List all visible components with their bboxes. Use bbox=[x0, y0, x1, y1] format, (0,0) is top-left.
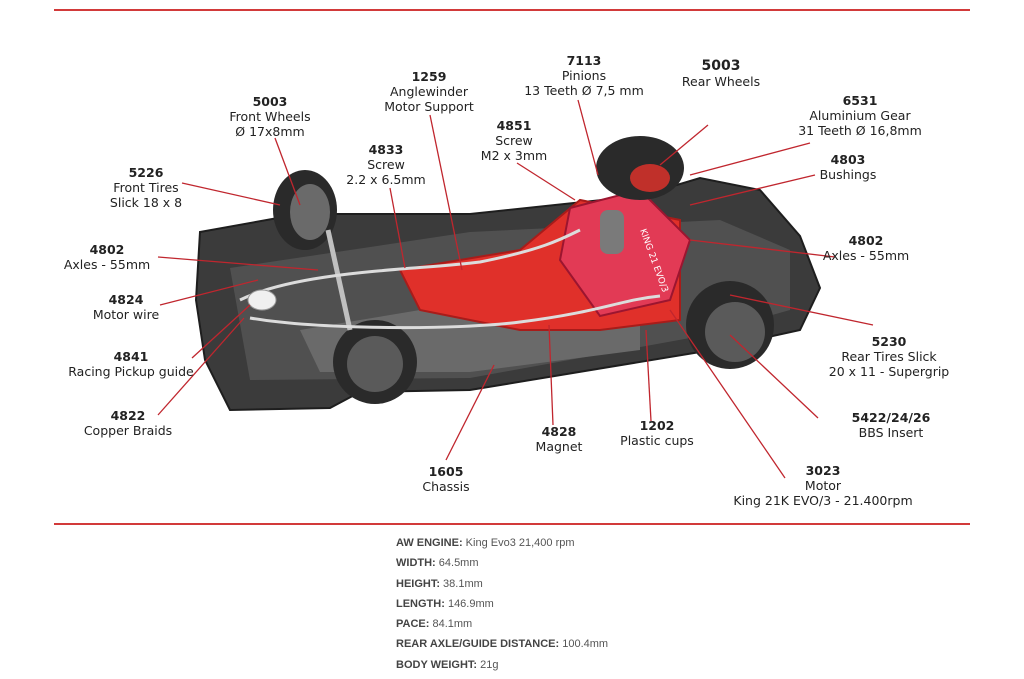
label-5230-rear-tires: 5230 Rear Tires Slick 20 x 11 - Supergri… bbox=[828, 334, 950, 379]
motor-wire-2 bbox=[249, 294, 661, 330]
motor-wire bbox=[239, 228, 581, 302]
top-rule bbox=[54, 9, 970, 11]
spec-row: AW ENGINE: King Evo3 21,400 rpm bbox=[396, 537, 575, 549]
label-6531-aluminium-gear: 6531 Aluminium Gear 31 Teeth Ø 16,8mm bbox=[798, 93, 922, 138]
label-3023-motor: 3023 Motor King 21K EVO/3 - 21.400rpm bbox=[733, 463, 913, 508]
spec-row: WIDTH: 64.5mm bbox=[396, 557, 479, 570]
specs-list: AW ENGINE: King Evo3 21,400 rpm WIDTH: 6… bbox=[396, 536, 608, 678]
label-4851-screw: 4851 Screw M2 x 3mm bbox=[480, 118, 548, 163]
label-4802-axles-right: 4802 Axles - 55mm bbox=[822, 233, 910, 263]
leader-lines bbox=[157, 99, 874, 479]
chassis-diagram: KING 21 EVO/3 bbox=[157, 99, 874, 479]
label-1605-chassis: 1605 Chassis bbox=[422, 464, 470, 494]
label-7113-pinions: 7113 Pinions 13 Teeth Ø 7,5 mm bbox=[524, 53, 644, 98]
spec-row: HEIGHT: 38.1mm bbox=[396, 577, 483, 590]
label-4822-copper-braids: 4822 Copper Braids bbox=[83, 408, 173, 438]
label-4841-pickup-guide: 4841 Racing Pickup guide bbox=[68, 349, 194, 379]
label-4828-magnet: 4828 Magnet bbox=[535, 424, 583, 454]
label-4833-screw: 4833 Screw 2.2 x 6.5mm bbox=[346, 142, 426, 187]
pickup-guide bbox=[247, 289, 277, 311]
motor-window bbox=[600, 210, 624, 254]
spec-row: LENGTH: 146.9mm bbox=[396, 597, 494, 610]
front-axle bbox=[325, 229, 353, 331]
spec-row: PACE: 84.1mm bbox=[396, 618, 473, 631]
label-4803-bushings: 4803 Bushings bbox=[819, 152, 877, 182]
label-4824-motor-wire: 4824 Motor wire bbox=[92, 292, 160, 322]
label-5422-bbs-insert: 5422/24/26 BBS Insert bbox=[851, 410, 931, 440]
bottom-rule bbox=[54, 523, 970, 525]
label-5003-front-wheels: 5003 Front Wheels Ø 17x8mm bbox=[229, 94, 311, 139]
spec-row: REAR AXLE/GUIDE DISTANCE: 100.4mm bbox=[396, 638, 609, 651]
spec-row: BODY WEIGHT: 21g bbox=[396, 658, 499, 671]
label-5003-rear-wheels: 5003 Rear Wheels bbox=[681, 58, 761, 90]
label-1259-motor-support: 1259 Anglewinder Motor Support bbox=[384, 69, 474, 114]
label-5226-front-tires: 5226 Front Tires Slick 18 x 8 bbox=[109, 165, 183, 210]
label-4802-axles-left: 4802 Axles - 55mm bbox=[63, 242, 151, 272]
label-1202-plastic-cups: 1202 Plastic cups bbox=[620, 418, 694, 448]
